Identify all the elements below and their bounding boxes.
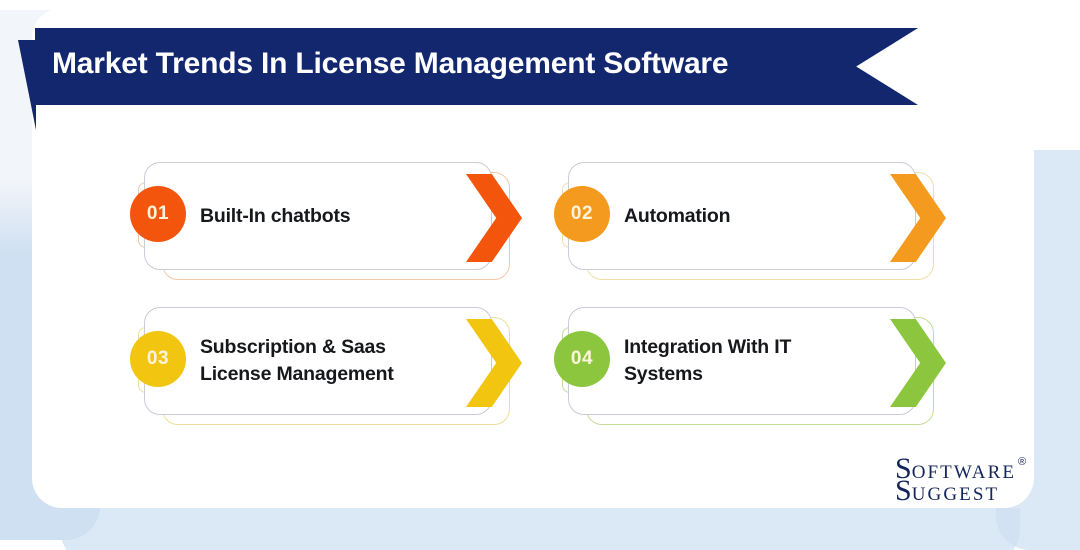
logo-line-2: Suggest — [895, 476, 999, 506]
card-surface — [568, 162, 916, 270]
logo-capital-s-top: S — [895, 452, 912, 485]
logo-capital-s-bottom: S — [895, 474, 912, 507]
ribbon-body-shape — [35, 28, 918, 105]
trend-card: 04 Integration With IT Systems — [554, 305, 954, 430]
card-surface — [144, 162, 492, 270]
header-ribbon — [18, 28, 918, 130]
card-label-line: Systems — [624, 363, 703, 385]
logo-word-software: oftware — [911, 462, 1017, 483]
card-label-line: Automation — [624, 204, 731, 227]
card-label-line: License Management — [200, 363, 394, 385]
card-label-line: Integration With IT — [624, 336, 792, 358]
ribbon-tail-shape — [18, 40, 36, 130]
card-label: Automation — [624, 160, 874, 272]
page-title: Market Trends In License Management Soft… — [52, 47, 729, 80]
card-label: Integration With IT Systems — [624, 305, 874, 417]
card-label-line: Built-In chatbots — [200, 204, 351, 227]
card-number-badge: 04 — [554, 331, 610, 387]
logo-line-1: Software — [895, 454, 1016, 484]
registered-trademark-icon: ® — [1018, 456, 1027, 468]
card-number-badge: 02 — [554, 186, 610, 242]
card-label-line: Subscription & Saas — [200, 336, 386, 358]
card-surface — [144, 307, 492, 415]
logo-word-suggest: uggest — [911, 484, 1000, 505]
softwaresuggest-logo: Software Suggest ® — [895, 452, 1040, 506]
card-label: Built-In chatbots — [200, 160, 450, 272]
trend-card: 01 Built-In chatbots — [130, 160, 530, 285]
card-number-badge: 01 — [130, 186, 186, 242]
decorative-backdrop-bottom — [60, 508, 1020, 550]
trend-card: 02 Automation — [554, 160, 954, 285]
card-surface — [568, 307, 916, 415]
card-number-badge: 03 — [130, 331, 186, 387]
